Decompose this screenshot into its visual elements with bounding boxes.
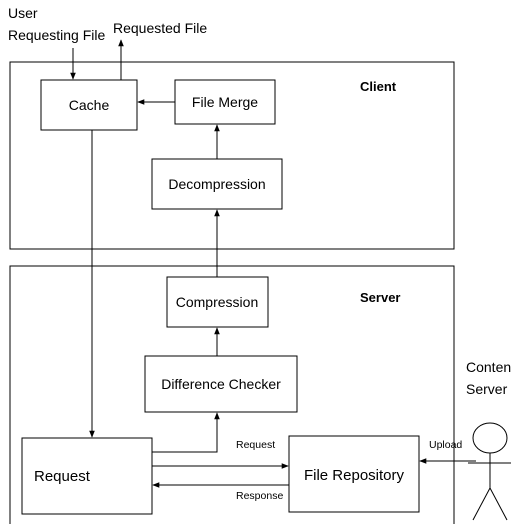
file-merge-label: File Merge	[192, 94, 258, 110]
stick-figure-icon	[468, 422, 511, 521]
file-repository-box	[288, 435, 420, 513]
upload-edge-label: Upload	[429, 439, 462, 451]
file-merge-box	[174, 79, 276, 125]
request-box	[21, 437, 153, 515]
server-label: Server	[360, 290, 400, 305]
user-label-line2: Requesting File	[8, 27, 105, 43]
decompression-label: Decompression	[168, 176, 265, 192]
user-label-line1: User	[8, 5, 38, 21]
compression-box	[166, 276, 269, 328]
response-edge-label: Response	[236, 490, 283, 502]
client-region	[9, 61, 455, 250]
cache-label: Cache	[69, 97, 110, 113]
client-label: Client	[360, 79, 397, 94]
file-repository-label: File Repository	[304, 467, 405, 484]
compression-label: Compression	[176, 294, 258, 310]
content-server-label-line2: Server	[466, 381, 508, 397]
difference-checker-box	[144, 355, 298, 413]
request-label: Request	[34, 468, 91, 485]
server-region	[9, 265, 455, 524]
request-to-diff-arrow	[152, 412, 220, 453]
content-server-label-line1: Content	[466, 359, 511, 375]
requested-file-label: Requested File	[113, 20, 207, 36]
cache-box	[40, 79, 138, 131]
difference-checker-label: Difference Checker	[161, 376, 281, 392]
decompression-box	[151, 158, 283, 210]
request-edge-label: Request	[236, 439, 275, 451]
